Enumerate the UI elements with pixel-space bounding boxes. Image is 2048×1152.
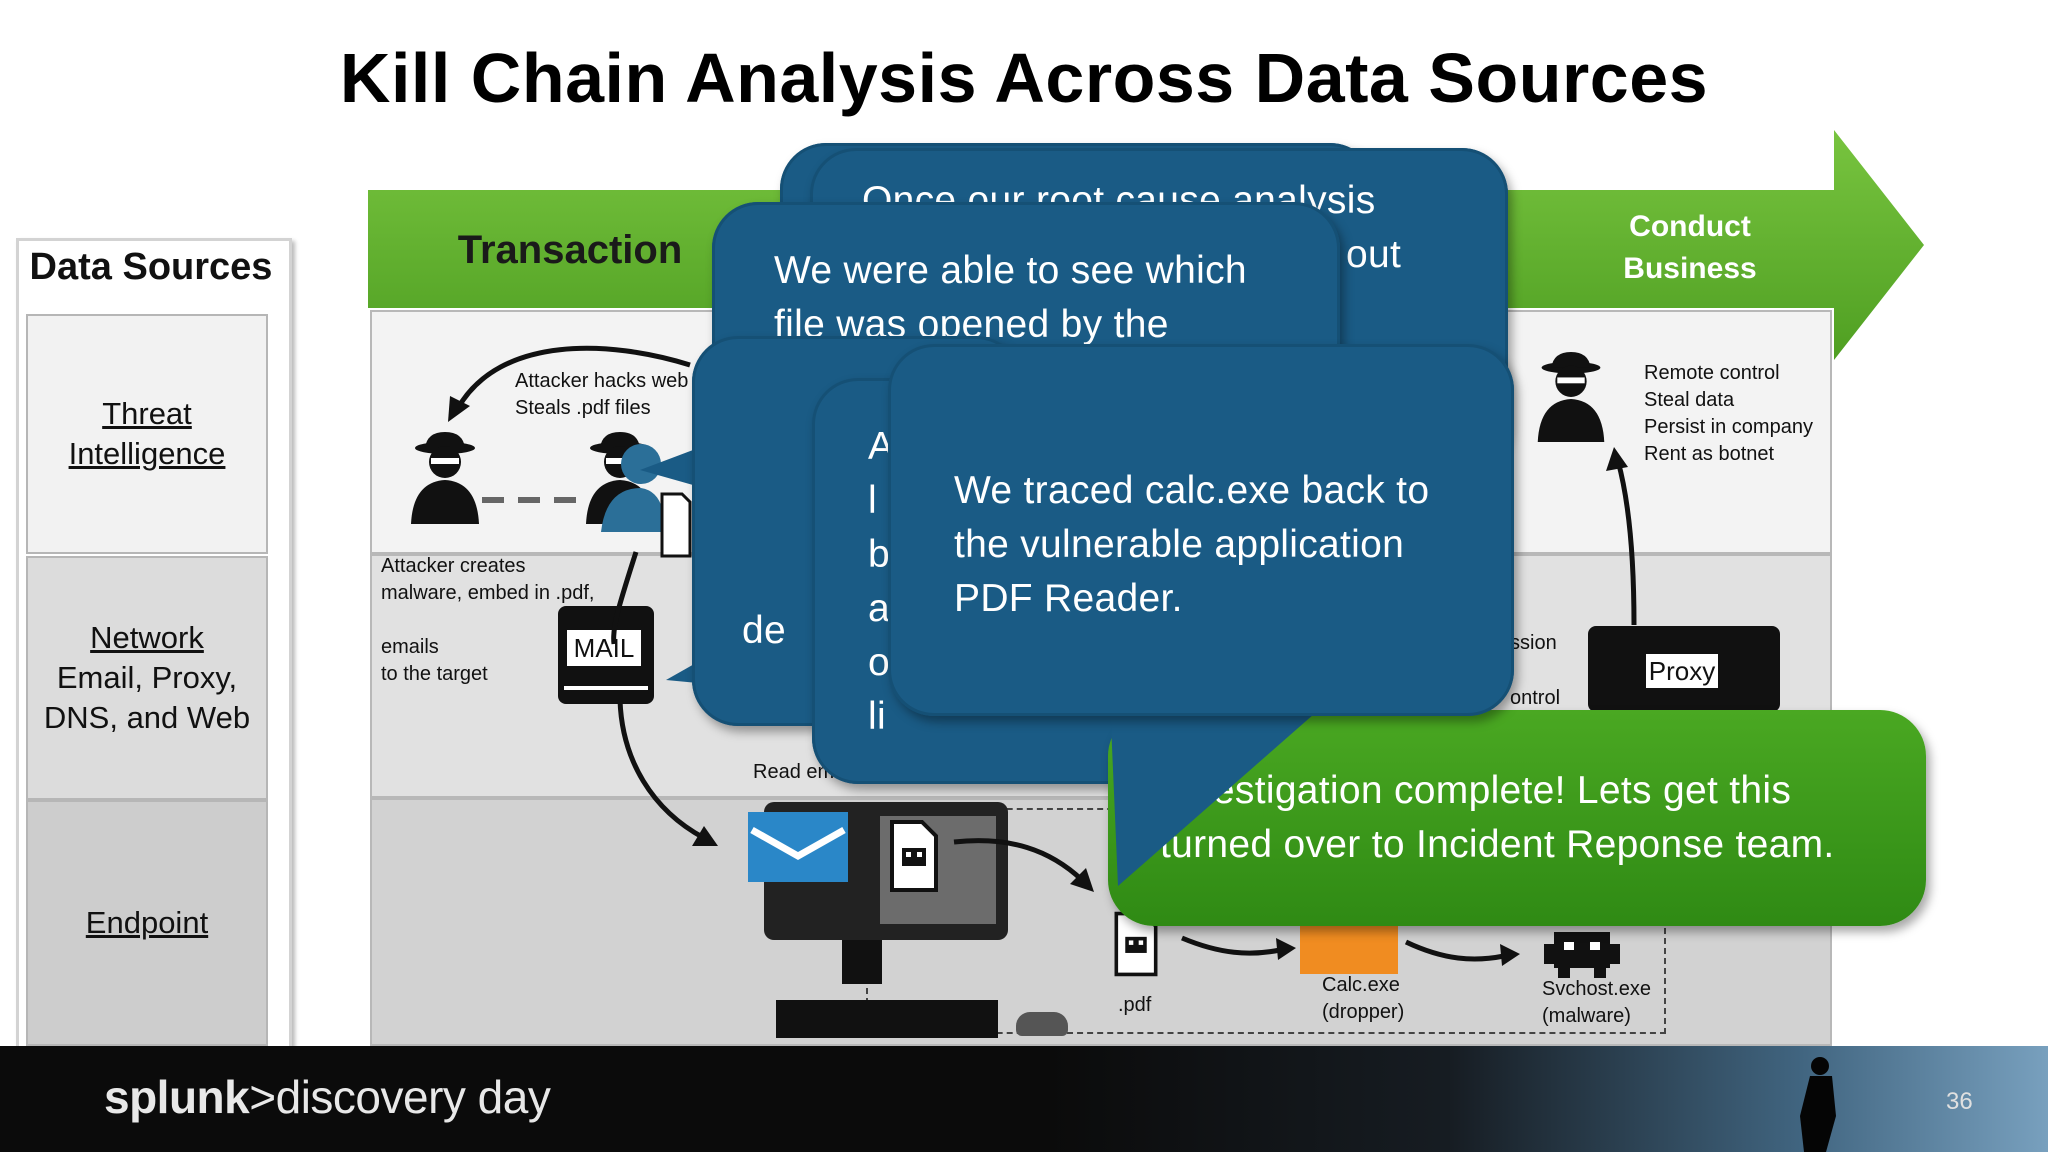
speech-bubble-calc-traced: We traced calc.exe back to the vulnerabl… <box>888 344 1514 716</box>
svchost-line1: Svchost.exe <box>1542 978 1651 1000</box>
keyboard-icon <box>776 1000 998 1038</box>
outcome-persist: Persist in company <box>1644 416 1813 438</box>
emails-line1: emails <box>381 636 439 658</box>
hacker-icon <box>411 432 479 524</box>
malware-invader-icon <box>1544 932 1620 978</box>
splunk-logo: splunk>discovery day <box>104 1070 551 1124</box>
footer-background-image <box>1050 1046 2048 1152</box>
pdf-malware-icon <box>890 820 938 892</box>
dashed-link-icon <box>482 497 577 503</box>
creates-line1: Attacker creates <box>381 555 526 577</box>
arrow-icon <box>611 551 639 645</box>
outcome-botnet: Rent as botnet <box>1644 443 1775 465</box>
data-source-endpoint: Endpoint <box>26 800 268 1046</box>
hack-line2: Steals .pdf files <box>515 397 651 419</box>
pdf-label: .pdf <box>1118 994 1152 1016</box>
session-fragment-text: ssion <box>1510 632 1557 654</box>
stage-conduct-business: Conduct Business <box>1570 206 1810 290</box>
calc-line1: Calc.exe <box>1322 974 1400 996</box>
control-fragment-text: ontrol <box>1510 687 1561 709</box>
creates-line2: malware, embed in .pdf, <box>381 582 595 604</box>
monitor-stand-icon <box>842 940 882 984</box>
endpoint-label: Endpoint <box>85 905 209 940</box>
emails-line2: to the target <box>381 663 488 685</box>
lower-left-fragment: de <box>742 609 786 652</box>
hacker-icon <box>1537 352 1605 442</box>
arrow-icon <box>617 700 718 846</box>
arrow-icon <box>953 838 1094 892</box>
page-number: 36 <box>1946 1088 1973 1115</box>
mail-label: MAIL <box>567 630 641 666</box>
network-label: Network <box>90 620 204 655</box>
mail-server-icon: MAIL <box>558 606 654 704</box>
envelope-icon <box>748 812 848 882</box>
attacker-outcomes-list: Remote control Steal data Persist in com… <box>1644 360 1813 468</box>
data-source-network: Network Email, Proxy, DNS, and Web <box>26 556 268 800</box>
arrow-icon <box>448 345 691 422</box>
attacker-creates-text: Attacker creates malware, embed in .pdf, <box>381 553 594 607</box>
middle-fragment-5: o <box>868 641 890 684</box>
stage-conduct-line2: Business <box>1623 252 1757 285</box>
calc-traced-line2: the vulnerable application <box>954 523 1405 566</box>
middle-fragment-6: li <box>868 695 886 738</box>
calc-line2: (dropper) <box>1322 1001 1405 1023</box>
attacker-hacks-text: Attacker hacks web Steals .pdf files <box>515 368 688 422</box>
investigation-line2: turned over to Incident Reponse team. <box>1160 823 1835 866</box>
outcome-steal-data: Steal data <box>1644 389 1735 411</box>
calc-exe-label: Calc.exe (dropper) <box>1322 972 1404 1026</box>
network-sub1: Email, Proxy, <box>56 660 238 695</box>
slide-title: Kill Chain Analysis Across Data Sources <box>339 39 1709 117</box>
arrow-icon <box>1606 447 1637 626</box>
hack-line1: Attacker hacks web <box>515 370 689 392</box>
outcome-remote-control: Remote control <box>1644 362 1780 384</box>
calc-traced-line3: PDF Reader. <box>954 577 1183 620</box>
brand-bold: splunk <box>104 1071 250 1123</box>
data-source-threat-intelligence: Threat Intelligence <box>26 314 268 554</box>
silhouette-figure-icon <box>1800 1057 1836 1152</box>
root-cause-line2: out <box>1346 233 1402 276</box>
svchost-label: Svchost.exe (malware) <box>1542 976 1651 1030</box>
middle-fragment-2: l <box>868 479 877 522</box>
data-sources-heading: Data Sources <box>29 246 273 288</box>
speech-bubble-tail <box>1110 700 1330 886</box>
stage-conduct-line1: Conduct <box>1629 210 1751 243</box>
middle-fragment-4: a <box>868 587 890 630</box>
emails-target-text: emails to the target <box>381 634 488 688</box>
brand-rest: >discovery day <box>249 1071 551 1123</box>
arrow-icon <box>1181 935 1296 960</box>
calc-traced-line1: We traced calc.exe back to <box>954 469 1430 512</box>
stage-transaction: Transaction <box>457 228 683 272</box>
middle-fragment-3: b <box>868 533 890 576</box>
network-sub2: DNS, and Web <box>43 700 251 735</box>
mouse-icon <box>1016 1012 1068 1036</box>
investigation-line1: Investigation complete! Lets get this <box>1160 769 1792 812</box>
web-user-icon <box>601 444 665 532</box>
svchost-line2: (malware) <box>1542 1005 1631 1027</box>
pdf-file-icon <box>660 492 692 558</box>
arrow-icon <box>1404 939 1520 966</box>
proxy-server-icon: Proxy <box>1588 626 1780 712</box>
proxy-label: Proxy <box>1646 654 1718 688</box>
file-opened-line1: We were able to see which <box>774 249 1247 292</box>
threat-intelligence-label: Threat Intelligence <box>68 396 226 471</box>
